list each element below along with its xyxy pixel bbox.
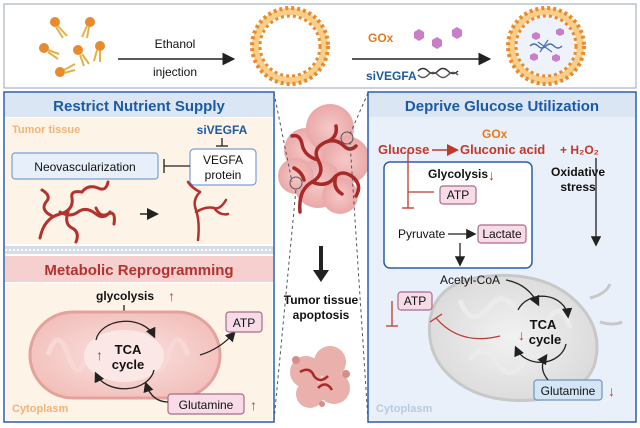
glycolysis-right-label: Glycolysis [428, 167, 488, 181]
lipid-molecules-icon [39, 17, 105, 77]
tca-label: TCA [115, 342, 142, 357]
ethanol-label: Ethanol [155, 37, 196, 51]
tca-right-label: TCA [530, 317, 557, 332]
atp-label-left: ATP [233, 316, 255, 330]
tca-cycle-arrow-right [517, 295, 573, 319]
metabolic-title-bg [5, 256, 273, 282]
tumor-tissue-label: Tumor tissue [12, 124, 80, 136]
down-arrow-icon: ↓ [488, 167, 495, 183]
neovascularization-box [11, 152, 159, 180]
zoom-circle [289, 176, 303, 190]
glutamine-label-left: Glutamine [179, 398, 234, 412]
sivegfa-label: siVEGFA [366, 69, 417, 83]
atp-box-right-2 [397, 291, 433, 311]
inhibit-bar [429, 313, 443, 323]
acetyl-coa-label: Acetyl-CoA [440, 273, 500, 287]
sparse-vessels-icon [186, 180, 230, 242]
right-panel-title-bg [369, 93, 635, 117]
atp2-label: ATP [404, 294, 426, 308]
right-panel-title: Deprive Glucose Utilization [405, 98, 599, 115]
neovascularization-label: Neovascularization [34, 160, 135, 174]
down-arrow-icon: ↓ [518, 327, 525, 343]
atp-label-right: ATP [447, 188, 469, 202]
cycle-label: cycle [112, 357, 145, 372]
lactate-label: Lactate [482, 227, 522, 241]
vegfa-label: VEGFA [203, 153, 243, 167]
loaded-liposome-icon [506, 6, 586, 86]
glutamine-box-right [533, 379, 603, 401]
glutamine-label-right: Glutamine [541, 384, 596, 398]
cytoplasm-label-right: Cytoplasm [376, 403, 432, 415]
top-section: Ethanol injection GOx siVEGFA [3, 3, 637, 89]
right-panel: Deprive Glucose Utilization GOx Glucose … [367, 91, 637, 423]
h2o2-label: + H₂O₂ [560, 143, 599, 157]
center-section: Tumor tissue apoptosis [273, 92, 370, 421]
apoptotic-tissue-icon [290, 346, 350, 408]
left-panel-title-bg [5, 93, 273, 117]
oxidative-label: Oxidative [551, 165, 605, 179]
gox-right-label: GOx [482, 127, 508, 141]
up-arrow-icon: ↑ [96, 347, 103, 363]
apoptosis-label-1: Tumor tissue [284, 293, 359, 307]
up-arrow-icon: ↑ [168, 288, 175, 304]
stress-label: stress [560, 180, 596, 194]
glucose-label: Glucose [378, 142, 429, 157]
cycle-right-label: cycle [529, 332, 562, 347]
up-arrow-icon: ↑ [250, 397, 257, 413]
protein-label: protein [205, 168, 242, 182]
down-arrow-icon: ↓ [608, 383, 615, 399]
gox-label: GOx [368, 31, 394, 45]
tumor-vessels-icon [290, 124, 361, 214]
metabolic-title: Metabolic Reprogramming [44, 262, 233, 279]
mitochondrion-icon [28, 310, 222, 400]
tumor-tissue-icon [278, 104, 370, 214]
glutamine-box-left [167, 393, 245, 415]
atp-box-right [439, 185, 477, 205]
sivegfa-left-label: siVEGFA [197, 123, 248, 137]
vegfa-box [189, 148, 257, 186]
tca-cycle-arrow [95, 320, 156, 341]
left-panel: Restrict Nutrient Supply Tumor tissue si… [3, 91, 275, 423]
apoptosis-label-2: apoptosis [293, 308, 350, 322]
dense-vessels-icon [38, 180, 116, 244]
gox-molecules-icon [414, 27, 462, 49]
injection-label: injection [153, 65, 197, 79]
glycolysis-label: glycolysis [96, 289, 154, 303]
gluconic-acid-label: Gluconic acid [460, 142, 545, 157]
pyruvate-label: Pyruvate [398, 227, 446, 241]
cytoplasm-label-left: Cytoplasm [12, 403, 68, 415]
empty-liposome-icon [250, 6, 330, 86]
zoom-circle [340, 131, 354, 145]
left-panel-title: Restrict Nutrient Supply [53, 98, 225, 115]
atp-box-left [225, 311, 263, 333]
lactate-box [477, 224, 527, 244]
damaged-mitochondrion-icon [427, 273, 623, 402]
